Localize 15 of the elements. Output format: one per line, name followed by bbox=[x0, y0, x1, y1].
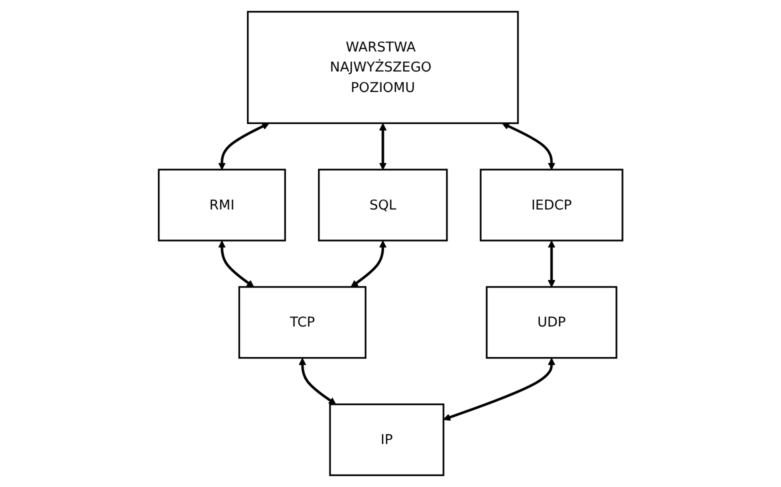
node-box: IEDCP bbox=[480, 168, 624, 242]
node-box: UDP bbox=[486, 286, 618, 359]
node-box: TCP bbox=[238, 286, 366, 359]
arrow bbox=[379, 123, 386, 170]
arrow bbox=[298, 358, 336, 405]
arrow bbox=[443, 358, 556, 421]
arrow bbox=[218, 122, 270, 170]
arrow bbox=[218, 240, 254, 288]
arrow bbox=[548, 240, 556, 288]
node-box: RMI bbox=[158, 168, 286, 242]
arrow bbox=[350, 240, 386, 288]
node-box: WARSTWA NAJWYŻSZEGO POZIOMU bbox=[246, 10, 519, 124]
arrow bbox=[502, 122, 556, 170]
node-box: IP bbox=[329, 403, 444, 476]
node-box: SQL bbox=[318, 168, 448, 242]
